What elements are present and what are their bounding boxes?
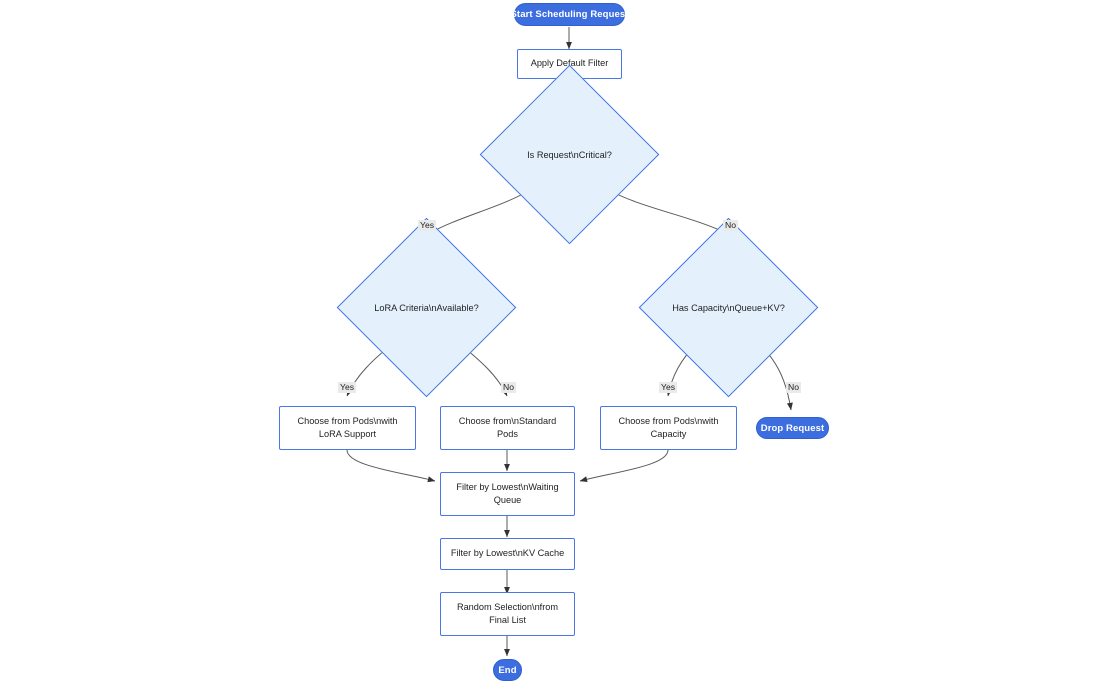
node-lora-criteria-available-label: LoRA Criteria\nAvailable?: [374, 302, 479, 313]
node-has-capacity[interactable]: Has Capacity\nQueue+KV?: [638, 217, 819, 398]
edge-choose-capacity-pods-to-filter-waiting-queue: [579, 449, 669, 483]
node-choose-standard-pods-label: Choose from\nStandard Pods: [458, 415, 557, 439]
edge-label-lora-no: No: [501, 382, 516, 394]
node-random-selection[interactable]: Random Selection\nfrom Final List: [440, 592, 575, 636]
node-end-label: End: [498, 664, 517, 676]
node-start-label: Start Scheduling Request: [510, 9, 629, 20]
edge-choose-lora-pods-to-filter-waiting-queue: [346, 449, 436, 483]
node-end[interactable]: End: [493, 659, 522, 681]
node-has-capacity-label: Has Capacity\nQueue+KV?: [672, 302, 785, 313]
node-random-selection-label: Random Selection\nfrom Final List: [456, 601, 559, 625]
node-choose-lora-pods-label: Choose from Pods\nwith LoRA Support: [297, 415, 398, 439]
node-choose-capacity-pods-label: Choose from Pods\nwith Capacity: [618, 415, 719, 439]
node-filter-kv-cache[interactable]: Filter by Lowest\nKV Cache: [440, 538, 575, 570]
edge-label-capacity-yes: Yes: [659, 382, 678, 394]
node-choose-standard-pods[interactable]: Choose from\nStandard Pods: [440, 406, 575, 450]
node-filter-waiting-queue[interactable]: Filter by Lowest\nWaiting Queue: [440, 472, 575, 516]
edge-label-critical-no: No: [723, 220, 738, 232]
node-drop-request[interactable]: Drop Request: [756, 417, 829, 439]
edge-label-lora-yes: Yes: [338, 382, 357, 394]
node-drop-request-label: Drop Request: [760, 422, 825, 434]
node-lora-criteria-available[interactable]: LoRA Criteria\nAvailable?: [336, 217, 517, 398]
edge-label-critical-yes: Yes: [418, 220, 437, 232]
node-apply-default-filter-label: Apply Default Filter: [530, 58, 609, 69]
node-is-request-critical-label: Is Request\nCritical?: [527, 149, 612, 160]
edge-label-capacity-no: No: [786, 382, 801, 394]
node-is-request-critical[interactable]: Is Request\nCritical?: [479, 64, 660, 245]
node-filter-kv-cache-label: Filter by Lowest\nKV Cache: [450, 548, 565, 559]
node-choose-lora-pods[interactable]: Choose from Pods\nwith LoRA Support: [279, 406, 416, 450]
node-filter-waiting-queue-label: Filter by Lowest\nWaiting Queue: [456, 481, 559, 505]
node-choose-capacity-pods[interactable]: Choose from Pods\nwith Capacity: [600, 406, 737, 450]
node-start[interactable]: Start Scheduling Request: [511, 3, 628, 26]
